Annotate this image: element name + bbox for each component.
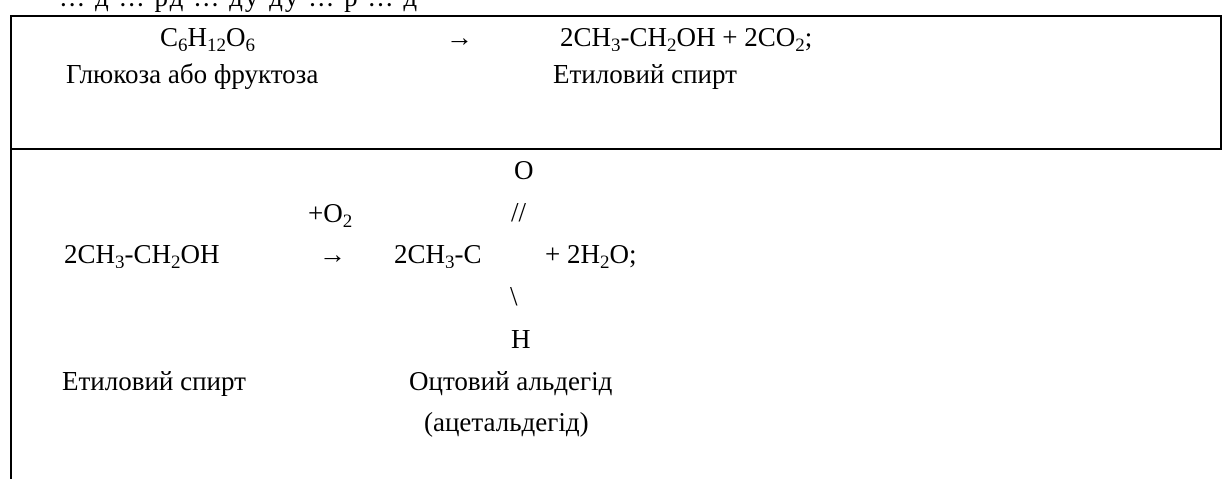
table-top-border [10, 15, 1222, 17]
reaction2-reactant-formula: 2CH3-CH2OH [64, 239, 220, 273]
table-row-divider [10, 148, 1222, 150]
aldehyde-formula: 2CH3-C [394, 239, 482, 273]
table-left-border-row1 [10, 15, 12, 150]
aldehyde-double-bond: // [511, 197, 527, 227]
table-right-border-row1 [1220, 15, 1222, 150]
cut-header-text: ... д ... рд ... ду ду ... р ... д [60, 0, 419, 11]
reaction2-reactant-name: Етиловий спирт [62, 366, 246, 396]
reaction2-product-name: Оцтовий альдегід [409, 366, 613, 396]
reaction1-products-formula: 2CH3-CH2OH + 2CO2; [560, 22, 813, 56]
reaction2-condition: +O2 [308, 198, 353, 232]
reaction1-arrow: → [446, 22, 473, 52]
aldehyde-hydrogen-atom: H [511, 324, 531, 354]
reaction1-reactant-formula: C6H12O6 [160, 22, 256, 56]
reaction2-product-alt-name: (ацетальдегід) [424, 407, 589, 437]
aldehyde-oxygen-atom: O [514, 155, 534, 185]
reaction1-reactant-name: Глюкоза або фруктоза [66, 59, 319, 89]
aldehyde-single-bond: \ [510, 281, 518, 311]
reaction1-product-name: Етиловий спирт [553, 59, 737, 89]
water-product: + 2H2O; [545, 239, 637, 273]
table-left-border-row2 [10, 150, 12, 479]
reaction2-arrow: → [319, 239, 346, 269]
